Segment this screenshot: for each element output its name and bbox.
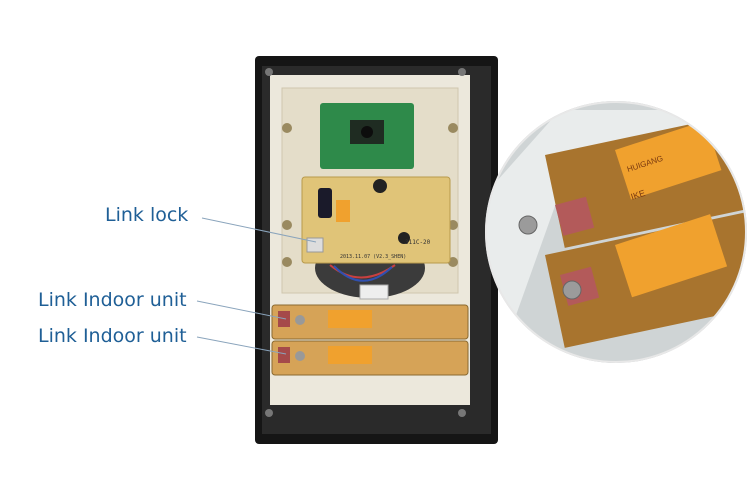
screw (458, 68, 466, 76)
relay-mark-label: IKE (630, 188, 647, 202)
screw (448, 123, 458, 133)
callout-line-lock (201, 217, 317, 243)
callout-line-indoor-1 (196, 300, 287, 320)
main-relay (336, 200, 350, 222)
zoom-relay-2 (615, 214, 728, 298)
screw (458, 409, 466, 417)
relay-board-2 (271, 340, 469, 376)
main-board (301, 176, 451, 264)
callout-link-indoor-2: Link Indoor unit (38, 325, 187, 347)
zoom-relay-1 (614, 120, 722, 200)
screw (282, 123, 292, 133)
relay-board-1 (271, 304, 469, 340)
callout-line-indoor-2 (196, 336, 287, 355)
screw (265, 68, 273, 76)
screw (282, 220, 292, 230)
board-model-label: 311C-20 (405, 239, 431, 246)
board-date-label: 2013.11.07 (V2.3_SHEN) (340, 254, 406, 260)
screw (265, 409, 273, 417)
callout-link-lock: Link lock (105, 204, 189, 226)
screw (282, 257, 292, 267)
callout-link-indoor-1: Link Indoor unit (38, 289, 187, 311)
